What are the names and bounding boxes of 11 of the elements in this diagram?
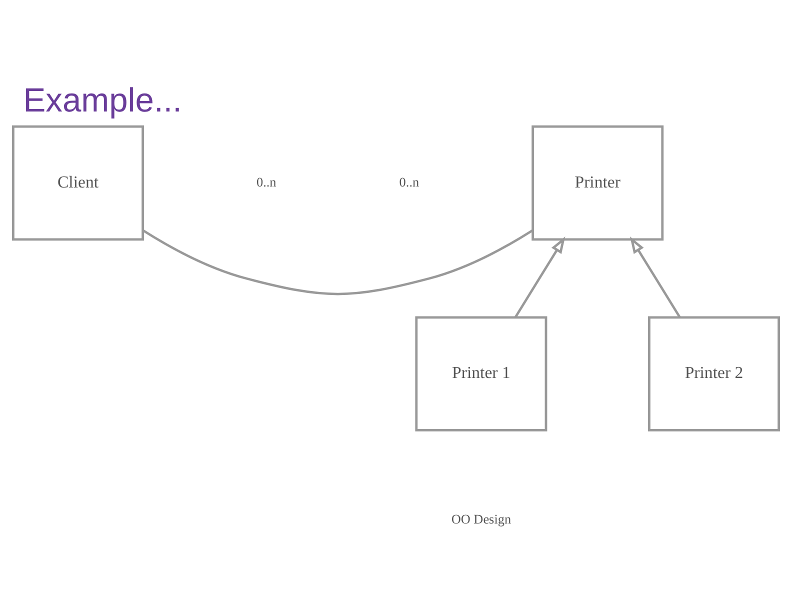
label: OO Design [451,512,512,527]
connector [142,229,534,296]
arrow [630,236,681,318]
diagram-title: Example... [23,82,182,120]
node-box: Printer [532,125,664,241]
node-box: Printer 2 [648,316,780,432]
label: 0..n [399,174,420,190]
arrow [514,236,566,318]
label: 0..n [256,174,276,190]
node-box: Printer 1 [415,316,548,432]
node-box: Client [12,125,144,241]
